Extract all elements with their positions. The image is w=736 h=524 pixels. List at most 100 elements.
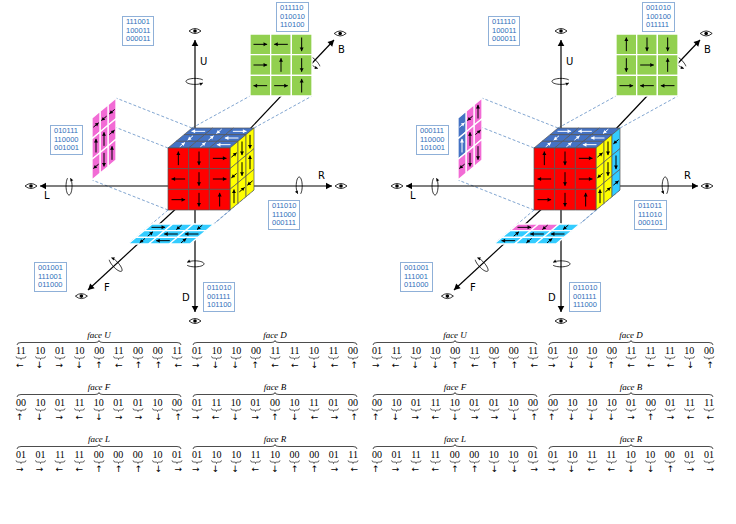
underbrace	[470, 408, 480, 411]
facelet-arrowhead	[218, 193, 222, 197]
underbrace	[212, 460, 222, 463]
projection-line	[458, 180, 534, 210]
rotation-arrowhead	[477, 257, 480, 260]
axis-arrowhead	[693, 40, 700, 47]
eye-pupil	[395, 184, 399, 188]
facelet	[657, 75, 678, 96]
facelet-arrowhead	[197, 182, 201, 186]
rotation-arrowhead	[199, 83, 202, 86]
facelet-arrowhead	[197, 203, 201, 207]
facelet-arrowhead	[548, 198, 552, 202]
underbrace	[133, 356, 143, 359]
bit-string: 00 10 10 10 01 00 01 11 11	[548, 397, 714, 408]
underbrace	[372, 460, 382, 463]
axis-label: L	[44, 190, 50, 201]
underbrace	[431, 356, 441, 359]
underbrace	[489, 460, 499, 463]
facelet-arrowhead	[223, 156, 227, 160]
facelet-arrowhead	[502, 239, 506, 243]
facelet-arrowhead	[460, 139, 464, 143]
facelet-arrowhead	[223, 177, 227, 181]
axis-arrowhead	[558, 40, 565, 46]
projection-line	[92, 180, 168, 210]
facelet	[209, 189, 230, 210]
facelet-arrowhead	[176, 152, 180, 156]
facelet-arrowhead	[615, 181, 619, 185]
underbrace	[372, 356, 382, 359]
underbrace	[548, 356, 558, 359]
facelet	[458, 153, 466, 180]
facelet	[466, 146, 474, 173]
underbrace	[665, 356, 675, 359]
underbrace	[75, 356, 85, 359]
facelet-arrowhead	[247, 182, 251, 186]
axis-label: F	[104, 282, 110, 293]
binary-code: 111001 100011 000011	[126, 18, 150, 44]
rotation-arrowhead	[565, 83, 568, 86]
binary-code: 011010 001111 101100	[207, 284, 231, 310]
facelet-arrow	[605, 187, 610, 191]
underbrace	[626, 408, 636, 411]
facelet-arrowhead	[162, 225, 166, 229]
binary-code-box: 001001 111001 011000	[34, 262, 67, 292]
facelet-arrow	[597, 153, 602, 157]
facelet-arrow	[197, 225, 202, 229]
bit-string: 01 11 10 01 00 10 11 01 00	[192, 397, 358, 408]
facelet	[616, 34, 637, 55]
facelet-arrowhead	[202, 142, 206, 146]
underbrace	[392, 408, 402, 411]
overbrace	[193, 445, 357, 450]
facelet-arrowhead	[563, 162, 567, 166]
facelet-arrowhead	[182, 238, 186, 242]
facelet-arrow	[467, 116, 472, 120]
facelet-arrow	[208, 136, 213, 140]
facelet-arrow	[613, 139, 618, 143]
face-name: face U	[372, 330, 538, 340]
underbrace	[587, 408, 597, 411]
underbrace	[607, 356, 617, 359]
facelet	[616, 55, 637, 76]
underbrace	[626, 356, 636, 359]
rotation-arrowhead	[436, 178, 439, 181]
rotation-arc	[475, 258, 488, 272]
facelet-arrowhead	[624, 68, 628, 72]
underbrace	[548, 460, 558, 463]
rotation-arrowhead	[295, 190, 298, 193]
eye-pupil	[80, 294, 84, 298]
facelet-arrow	[597, 173, 602, 177]
underbrace	[509, 356, 519, 359]
arrow-string: → ← ↓ ↓ ↑ ← ↑ ↑ ←	[372, 360, 538, 371]
facelet-arrow	[93, 164, 98, 168]
underbrace	[133, 408, 143, 411]
facelet-arrow	[563, 225, 568, 229]
axis-line	[194, 205, 195, 312]
underbrace	[94, 356, 104, 359]
binary-code: 000111 110000 101001	[420, 127, 445, 153]
underbrace	[450, 408, 460, 411]
axis-line	[560, 40, 561, 132]
rotation-arc	[109, 258, 122, 272]
binary-code: 011011 111010 000101	[638, 202, 663, 228]
rotation-arrowhead	[314, 66, 317, 69]
facelet-arrowhead	[188, 137, 192, 141]
facelet	[637, 34, 658, 55]
eye-pupil	[339, 184, 343, 188]
cube-face	[168, 148, 230, 210]
facelet	[291, 34, 312, 55]
underbrace	[114, 356, 124, 359]
axis-arrowhead	[88, 284, 95, 290]
facelet-arrowhead	[606, 152, 610, 156]
underbrace	[607, 460, 617, 463]
underbrace	[55, 408, 65, 411]
eye-icon	[25, 184, 37, 189]
axis-label: L	[410, 190, 416, 201]
underbrace	[270, 408, 280, 411]
eye-icon	[75, 294, 87, 299]
facelet-arrowhead	[264, 63, 268, 67]
underbrace	[309, 356, 319, 359]
face-name: face R	[548, 434, 714, 444]
facelet	[291, 75, 312, 96]
facelet-arrow	[514, 232, 519, 236]
underbrace	[411, 460, 421, 463]
eye-icon	[391, 184, 403, 189]
